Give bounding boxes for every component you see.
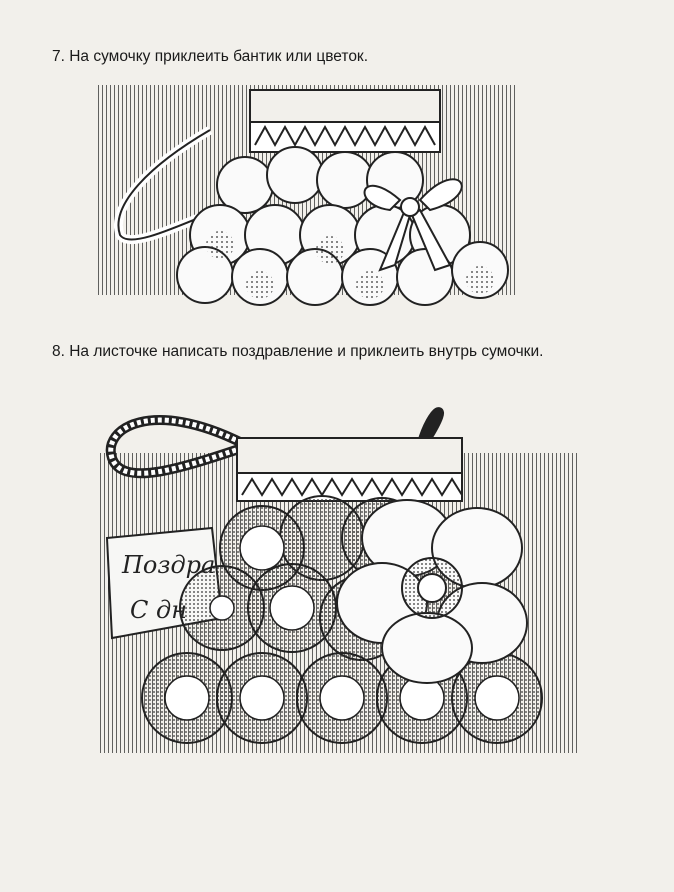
flower-icon — [336, 499, 528, 684]
bag-with-flower-and-card-illustration: Поздра С дн — [97, 407, 577, 753]
bow-icon — [363, 178, 463, 272]
bag-with-bow-illustration — [95, 85, 515, 306]
step-8-instruction: 8. На листочке написать поздравление и п… — [52, 343, 544, 360]
card-line-2: С дн — [130, 596, 187, 624]
step-7-instruction: 7. На сумочку приклеить бантик или цвето… — [52, 48, 369, 65]
